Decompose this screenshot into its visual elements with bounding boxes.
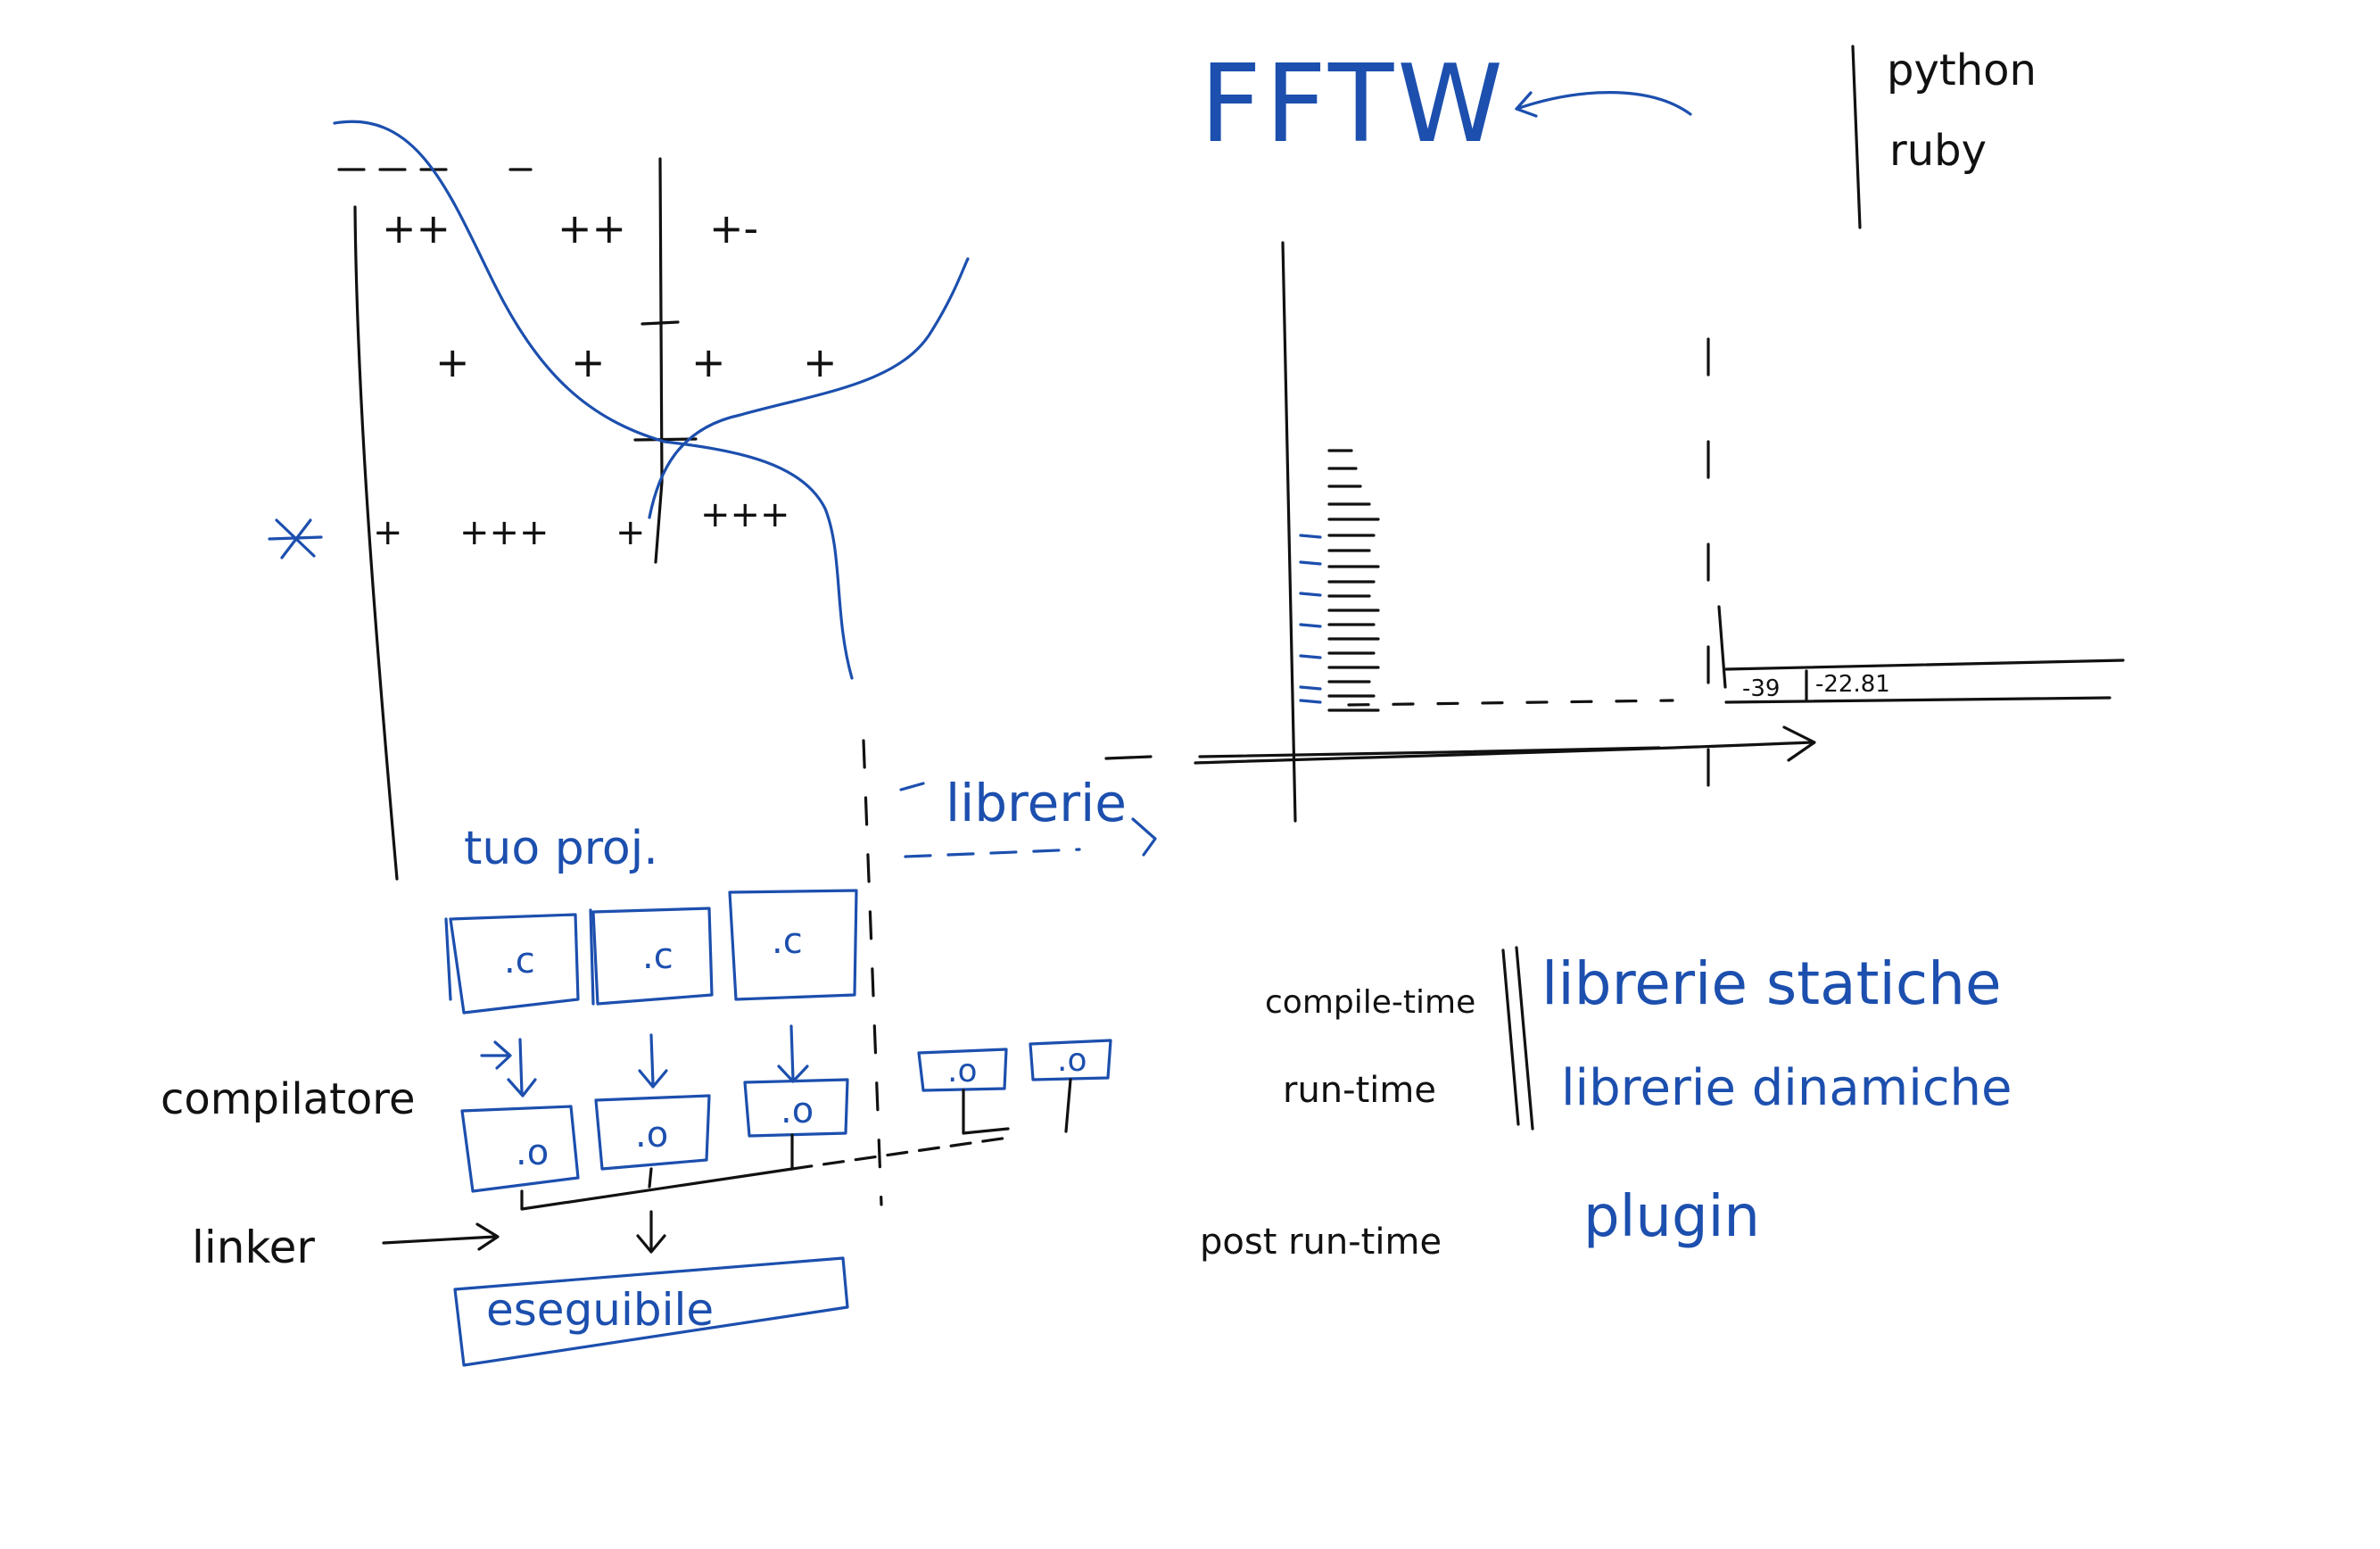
left-plot: * ++ ++ +- + + + + + +++ + +++ <box>0 0 970 881</box>
libraries-group: librerie <box>862 739 1661 1206</box>
object-file-2: .o <box>594 1094 711 1171</box>
tick-lower <box>633 437 698 442</box>
bar-plot: -39 -22.81 <box>1194 241 2125 823</box>
increasing-curve <box>648 257 970 519</box>
compile-arrows <box>507 1024 809 1098</box>
source-file-3: .c <box>728 889 858 1001</box>
kind-dynamic-libraries: librerie dinamiche <box>1561 1059 2012 1117</box>
object-file-3: .o <box>743 1078 849 1138</box>
table-bottom-line <box>1724 696 2111 704</box>
plus-row-2c: + <box>691 338 726 386</box>
libraries-label: librerie <box>946 773 1127 833</box>
kind-static-libraries: librerie statiche <box>1541 949 2002 1018</box>
linker-arrowhead <box>475 1222 500 1251</box>
libraries-arrowhead <box>1131 817 1157 857</box>
svg-text:.o: .o <box>781 1090 814 1131</box>
svg-text:.c: .c <box>772 921 803 962</box>
left-plot-axis <box>353 205 399 881</box>
compiler-arrowhead <box>493 1040 512 1070</box>
histogram-strokes <box>1327 449 1380 712</box>
decreasing-curve <box>333 120 854 680</box>
tick-upper <box>640 320 680 326</box>
linker-arrow <box>382 1235 497 1245</box>
phase-post-run-time: post run-time <box>1200 1222 1442 1263</box>
fftw-arrow <box>1515 91 1692 116</box>
phase-compile-time: compile-time <box>1265 984 1475 1021</box>
fftw-label: FFTW <box>1200 43 1507 167</box>
executable-label: eseguibile <box>486 1284 714 1336</box>
svg-text:.o: .o <box>1057 1042 1087 1079</box>
language-python: python <box>1887 46 2037 95</box>
plus-row-3d: +++ <box>700 494 790 535</box>
svg-text:.c: .c <box>504 940 535 982</box>
plus-row-1a: ++ <box>382 204 450 253</box>
value-1: -39 <box>1742 675 1780 702</box>
star-text: * <box>0 0 1 1</box>
star-mark: * <box>0 0 323 559</box>
link-connectors <box>520 1078 1072 1254</box>
svg-text:.o: .o <box>947 1053 977 1089</box>
compiler-label: compilatore <box>161 1074 415 1124</box>
build-pipeline: tuo proj. compilatore linker .c .c .c <box>161 739 1661 1367</box>
table-divider-1 <box>1501 948 1520 1126</box>
svg-text:.o: .o <box>635 1114 668 1156</box>
plus-row-1b: ++ <box>558 204 626 253</box>
bar-plot-x-axis <box>1194 741 1813 765</box>
plus-row-2d: + <box>803 338 838 386</box>
library-object-2: .o <box>1029 1039 1112 1081</box>
libraries-bracket-top <box>899 782 925 791</box>
linker-label: linker <box>192 1222 315 1273</box>
svg-text:.o: .o <box>516 1132 549 1173</box>
fftw-section: FFTW python ruby <box>1200 43 2037 229</box>
plus-marks: ++ ++ +- + + + + + +++ + +++ <box>373 204 838 553</box>
libraries-link-line <box>1198 746 1661 758</box>
source-file-1: .c <box>444 913 580 1015</box>
plus-row-1c: +- <box>709 204 758 253</box>
x-axis-arrowhead <box>1782 725 1816 762</box>
libraries-underline <box>904 848 1081 858</box>
language-ruby: ruby <box>1889 126 1987 176</box>
kind-plugin: plugin <box>1583 1184 1760 1250</box>
plus-row-3c: + <box>616 512 646 553</box>
languages-divider <box>1851 45 1862 229</box>
fftw-arrowhead <box>1515 91 1538 118</box>
executable-box: eseguibile <box>453 1256 849 1367</box>
bar-plot-y-axis <box>1281 241 1297 823</box>
table-left-edge <box>1717 605 1727 689</box>
plus-row-3a: + <box>373 512 403 553</box>
plus-row-2b: + <box>571 338 606 386</box>
plus-row-3b: +++ <box>459 512 550 553</box>
object-file-1: .o <box>460 1105 580 1193</box>
plus-row-2a: + <box>435 338 470 386</box>
histogram-blue-ticks <box>1299 534 1322 704</box>
dashed-horizontal <box>1347 699 1674 707</box>
table-divider-2 <box>1515 946 1534 1131</box>
phase-run-time: run-time <box>1283 1070 1436 1111</box>
table-top-line <box>1724 659 2125 671</box>
libraries-divider <box>862 739 883 1206</box>
library-object-1: .o <box>917 1048 1008 1092</box>
timing-table: compile-time run-time post run-time libr… <box>1200 946 2012 1263</box>
svg-text:.c: .c <box>642 936 674 977</box>
libraries-link-dash-1 <box>1104 755 1153 760</box>
value-2: -22.81 <box>1815 671 1890 698</box>
middle-vertical <box>654 157 664 564</box>
source-file-2: .c <box>589 907 714 1006</box>
project-label: tuo proj. <box>464 822 658 875</box>
